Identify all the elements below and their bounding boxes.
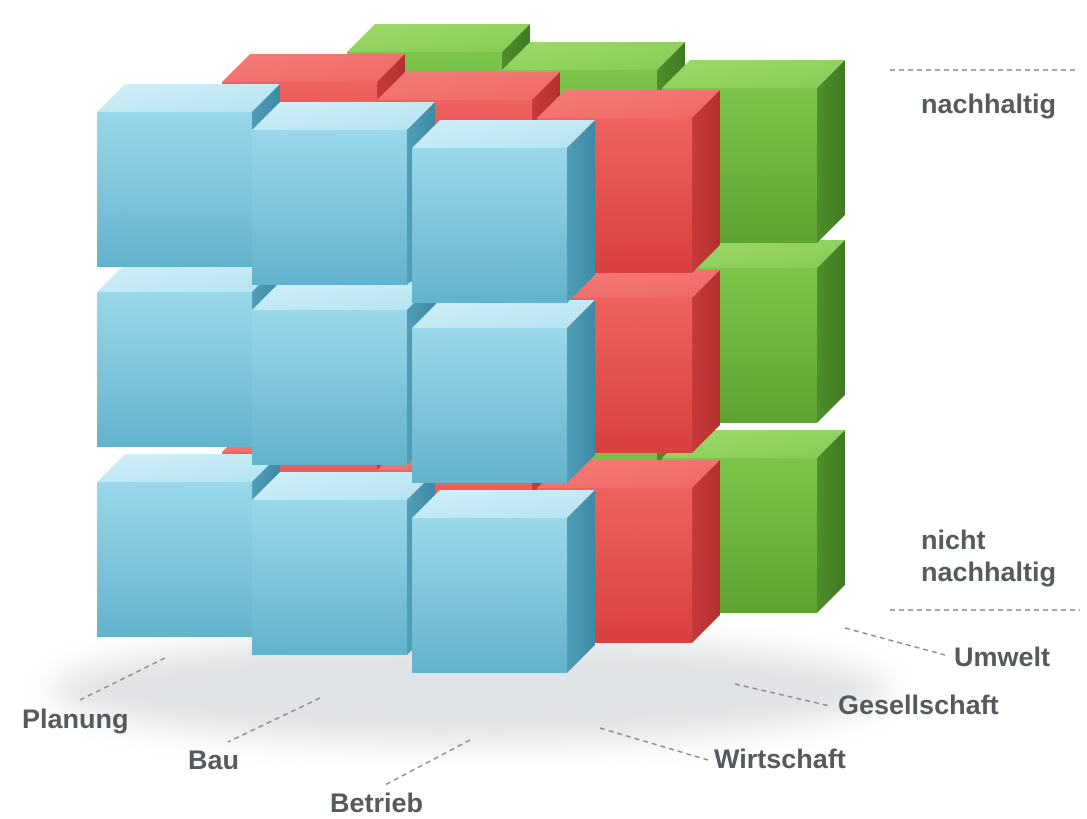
cube-top-face <box>502 42 685 70</box>
cube-grid <box>97 24 845 673</box>
cube-side-face <box>567 120 595 303</box>
leader-lines <box>79 69 1080 786</box>
cube-wirtschaft-oben-3 <box>412 120 595 303</box>
label-umwelt: Umwelt <box>954 642 1051 672</box>
cube-side-face <box>567 490 595 673</box>
cube-top-face <box>252 102 435 130</box>
cube-top-face <box>412 300 595 328</box>
cube-top-face <box>252 282 435 310</box>
cube-wirtschaft-unten-2 <box>252 472 435 655</box>
leader-line-gesellschaft <box>734 683 831 707</box>
leader-line-bau <box>227 697 321 743</box>
cube-front-face <box>97 112 252 267</box>
cube-top-face <box>412 120 595 148</box>
cube-front-face <box>252 500 407 655</box>
label-nicht-nachhaltig: nicht nachhaltig <box>921 524 1056 588</box>
cube-front-face <box>412 518 567 673</box>
label-bau: Bau <box>188 745 240 775</box>
cube-top-face <box>377 72 560 100</box>
cube-top-face <box>347 24 530 52</box>
cube-top-face <box>537 90 720 118</box>
cube-front-face <box>97 292 252 447</box>
cube-top-face <box>97 454 280 482</box>
cube-front-face <box>97 482 252 637</box>
label-betrieb: Betrieb <box>330 788 424 818</box>
cube-wirtschaft-mitte-2 <box>252 282 435 465</box>
cube-top-face <box>252 472 435 500</box>
leader-line-wirtschaft <box>599 727 709 761</box>
label-planung: Planung <box>22 704 129 734</box>
cube-top-face <box>97 264 280 292</box>
label-gesellschaft: Gesellschaft <box>838 690 999 720</box>
cube-top-face <box>412 490 595 518</box>
leader-line-betrieb <box>384 739 471 786</box>
cube-side-face <box>692 460 720 643</box>
cube-top-face <box>222 54 405 82</box>
cube-wirtschaft-oben-2 <box>252 102 435 285</box>
cube-side-face <box>567 300 595 483</box>
cube-top-face <box>97 84 280 112</box>
cube-front-face <box>252 130 407 285</box>
cube-side-face <box>817 240 845 423</box>
label-nachhaltig: nachhaltig <box>921 89 1057 119</box>
cube-top-face <box>662 60 845 88</box>
cube-side-face <box>692 270 720 453</box>
leader-line-planung <box>79 657 166 701</box>
cube-side-face <box>817 60 845 243</box>
cube-front-face <box>412 328 567 483</box>
label-nicht-nachhaltig-line1: nicht <box>921 525 986 555</box>
cube-wirtschaft-mitte-3 <box>412 300 595 483</box>
label-nicht-nachhaltig-line2: nachhaltig <box>921 557 1057 587</box>
cube-side-face <box>692 90 720 273</box>
cube-side-face <box>817 430 845 613</box>
cube-wirtschaft-unten-3 <box>412 490 595 673</box>
leader-line-umwelt <box>844 627 946 656</box>
cube-front-face <box>252 310 407 465</box>
cube-front-face <box>412 148 567 303</box>
cube-shadow <box>50 635 890 745</box>
label-wirtschaft: Wirtschaft <box>714 744 846 774</box>
